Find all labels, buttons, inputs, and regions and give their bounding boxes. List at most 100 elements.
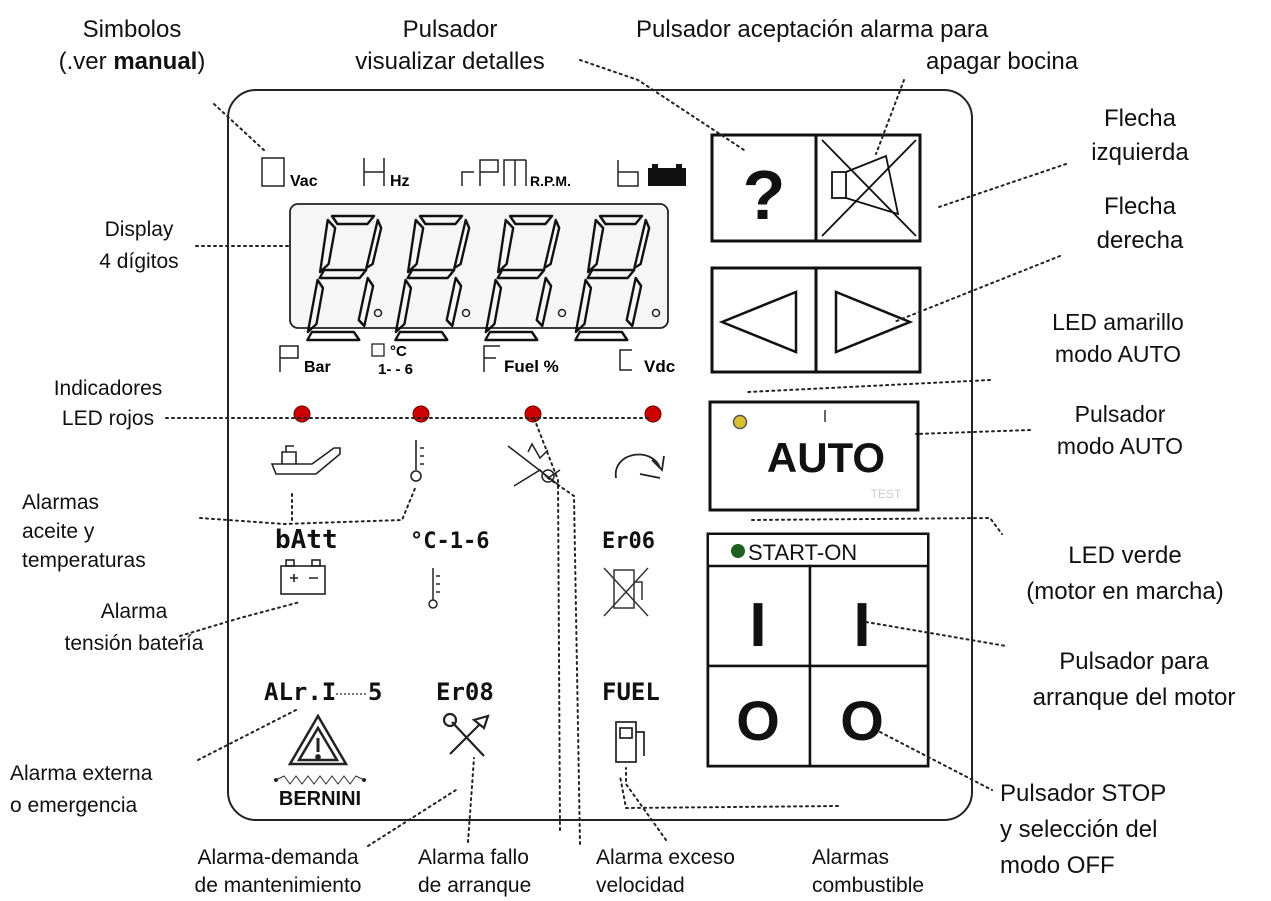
overspeed-icon: [507, 442, 561, 487]
label-flecha-izquierda: Flecha izquierda: [1060, 102, 1220, 170]
arrow-left-button[interactable]: [710, 266, 818, 374]
label-rpm: R.P.M.: [530, 173, 571, 189]
arrow-left-icon: [718, 290, 798, 354]
bernini-logo: BERNINI: [274, 775, 366, 810]
comb-line1: Alarmas: [812, 846, 890, 869]
label-alarma-exceso: Alarma exceso velocidad: [596, 844, 806, 900]
code-batt: bAtt: [275, 525, 338, 555]
aceite-line2: aceite y: [22, 520, 95, 543]
led-verde-line2: (motor en marcha): [1026, 578, 1224, 605]
i-glyph-left: I: [749, 591, 766, 660]
led-amarillo-line2: modo AUTO: [1054, 341, 1182, 367]
pulsador-auto-line2: modo AUTO: [1056, 433, 1184, 459]
o-glyph-right: O: [840, 689, 884, 752]
externa-line2: o emergencia: [10, 794, 138, 817]
test-label: TEST: [871, 487, 902, 501]
label-pulsador-stop: Pulsador STOP y selección del modo OFF: [1000, 776, 1240, 884]
display-line1: Display: [104, 218, 174, 241]
label-pulsador-alarma: Pulsador aceptación alarma para apagar b…: [636, 14, 1078, 78]
alarma-line1: Pulsador aceptación alarma para: [636, 16, 989, 43]
horn-muted-icon: [821, 139, 917, 237]
led-red-2: [412, 405, 430, 423]
mant-line1: Alarma-demanda: [197, 846, 359, 869]
tools-icon: [442, 712, 490, 757]
label-bar: Bar: [304, 359, 331, 376]
led-green: [731, 544, 745, 558]
label-alarmas-aceite: Alarmas aceite y temperaturas: [22, 488, 222, 575]
label-fuel: Fuel %: [504, 357, 559, 376]
flecha-izq-line2: izquierda: [1091, 139, 1189, 166]
silence-horn-button[interactable]: [814, 133, 922, 243]
battery-outline-icon: [280, 559, 326, 595]
symbols-bottom-row: Bar °C 1- - 6 Fuel % Vdc: [279, 343, 675, 378]
stop-line3: modo OFF: [1000, 852, 1115, 879]
help-button[interactable]: ?: [710, 133, 818, 243]
simbolos-prefix: (.ver: [58, 48, 114, 75]
label-alarma-externa: Alarma externa o emergencia: [10, 758, 210, 822]
help-glyph: ?: [743, 156, 786, 234]
led-red-3: [524, 405, 542, 423]
codes-row-3: ALr.I 5 Er08 FUEL: [264, 678, 660, 706]
display-4-digits: [289, 203, 669, 342]
label-display: Display 4 dígitos: [64, 214, 214, 278]
led-red-1: [293, 405, 311, 423]
code-altr: ALr.I: [264, 678, 336, 706]
codes-row-2: bAtt °C-1-6 Er06: [275, 525, 655, 555]
bateria-line2: tensión batería: [64, 632, 204, 655]
stop-line1: Pulsador STOP: [1000, 780, 1167, 807]
label-hz: Hz: [390, 173, 410, 190]
arranque-line1: Pulsador para: [1059, 648, 1209, 675]
aceite-line3: temperaturas: [22, 549, 146, 572]
label-simbolos: Simbolos (.ver manual): [42, 14, 222, 78]
indicadores-line2: LED rojos: [61, 407, 155, 430]
code-fuel: FUEL: [602, 678, 660, 706]
led-verde-line1: LED verde: [1068, 542, 1182, 569]
o-glyph-left: O: [736, 689, 780, 752]
exceso-line2: velocidad: [596, 874, 685, 897]
stop-button-left[interactable]: O: [706, 664, 812, 768]
stop-button-right[interactable]: O: [808, 664, 930, 768]
fuel-pump-icon: [615, 721, 645, 763]
code-altr5: 5: [368, 678, 382, 706]
fuel-pump-crossed-icon: [603, 567, 649, 617]
led-yellow: [732, 414, 748, 430]
flecha-izq-line1: Flecha: [1103, 105, 1177, 132]
brand-name: BERNINI: [279, 788, 361, 810]
code-er08: Er08: [436, 678, 494, 706]
exceso-line1: Alarma exceso: [596, 846, 735, 869]
label-range: 1- - 6: [378, 361, 413, 378]
stop-line2: y selección del: [1000, 816, 1158, 843]
label-indicadores: Indicadores LED rojos: [18, 374, 198, 434]
thermometer-icon: [410, 440, 424, 482]
warning-triangle-icon: [287, 713, 349, 766]
thermometer-small-icon: [428, 568, 440, 609]
label-pulsador-detalles: Pulsador visualizar detalles: [330, 14, 570, 78]
label-led-amarillo: LED amarillo modo AUTO: [1008, 306, 1228, 370]
simbolos-suffix: ): [197, 48, 206, 75]
leader-lines: [165, 59, 1067, 847]
arrow-right-icon: [834, 290, 914, 354]
simbolos-line1: Simbolos: [82, 16, 182, 43]
bateria-line1: Alarma: [100, 600, 168, 623]
flecha-der-line2: derecha: [1096, 227, 1184, 254]
label-pulsador-arranque: Pulsador para arranque del motor: [1000, 644, 1268, 716]
flecha-der-line1: Flecha: [1103, 193, 1177, 220]
arranque-line2: arranque del motor: [1032, 684, 1236, 711]
fallo-line2: de arranque: [418, 874, 532, 897]
label-alarma-fallo: Alarma fallo de arranque: [418, 844, 568, 900]
comb-line2: combustible: [812, 874, 925, 897]
code-er06: Er06: [602, 529, 655, 554]
code-temp: °C-1-6: [410, 529, 489, 554]
start-button-left[interactable]: I: [706, 564, 812, 668]
display-line2: 4 dígitos: [99, 250, 179, 273]
led-amarillo-line1: LED amarillo: [1052, 309, 1184, 335]
start-on-label: START-ON: [748, 540, 857, 565]
label-flecha-derecha: Flecha derecha: [1060, 190, 1220, 258]
label-vdc: Vdc: [644, 357, 675, 376]
arrow-right-button[interactable]: [814, 266, 922, 374]
auto-button[interactable]: AUTO TEST: [708, 400, 920, 512]
oil-can-icon: [270, 445, 341, 475]
start-button-right[interactable]: I: [808, 564, 930, 668]
